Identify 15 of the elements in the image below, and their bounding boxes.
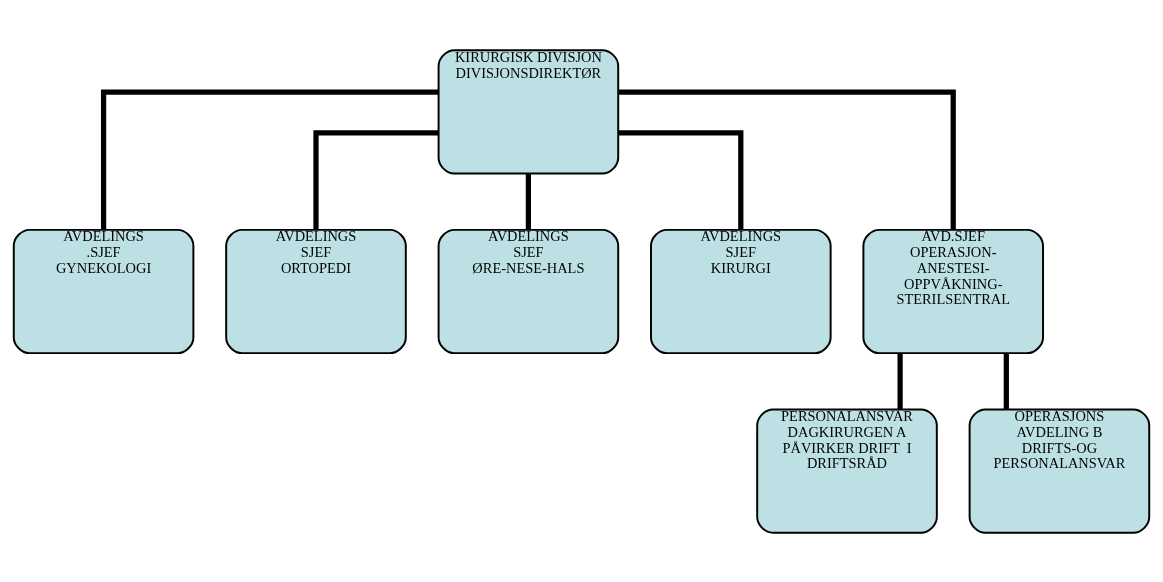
node-box: KIRURGISK DIVISJON DIVISJONSDIREKTØR <box>437 48 620 174</box>
connector <box>100 89 439 230</box>
connector <box>313 129 439 230</box>
node-box: AVDELINGS SJEF KIRURGI <box>650 228 832 354</box>
node-box: AVDELINGS .SJEF GYNEKOLOGI <box>12 228 195 354</box>
node-box: PERSONALANSVAR DAGKIRURGEN A PÅVIRKER DRIFT I DRIFTSRÅD <box>756 408 938 534</box>
connector <box>525 173 531 230</box>
node-box: AVDELINGS SJEF ORTOPEDI <box>225 228 407 354</box>
node-box: OPERASJONS AVDELING B DRIFTS-OG PERSONALANSVAR <box>968 408 1151 534</box>
node-box: AVD.SJEF OPERASJON- ANESTESI- OPPVÅKNING- STERILSENTRAL <box>862 228 1044 354</box>
connector <box>1003 352 1009 409</box>
connector <box>618 89 956 230</box>
node-box: AVDELINGS SJEF ØRE-NESE-HALS <box>437 228 620 354</box>
connector <box>618 129 744 230</box>
connector <box>897 352 903 409</box>
